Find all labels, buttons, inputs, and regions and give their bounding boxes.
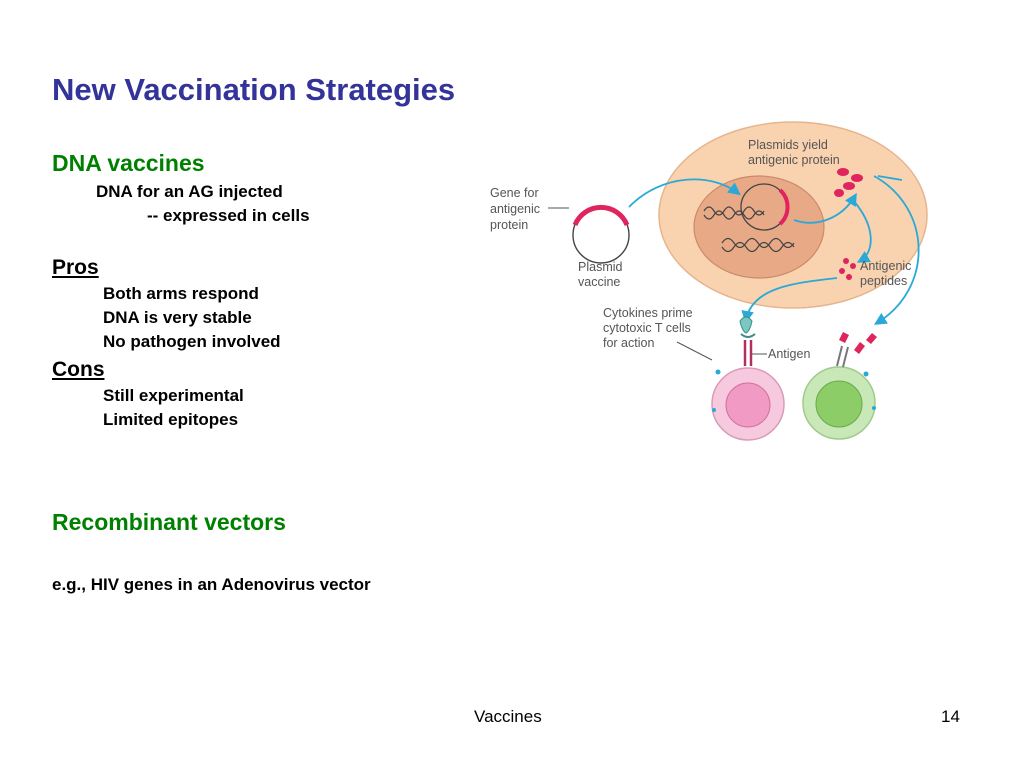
cons-item: Still experimental <box>103 386 244 405</box>
label-cyto-1: Cytokines prime <box>603 306 693 320</box>
label-gene-1: Gene for <box>490 186 539 200</box>
cons-item: Limited epitopes <box>103 410 239 429</box>
footer-title: Vaccines <box>474 707 542 726</box>
pros-item: No pathogen involved <box>103 332 281 351</box>
slide-title: New Vaccination Strategies <box>52 72 456 107</box>
page-number: 14 <box>941 707 960 726</box>
cons-heading: Cons <box>52 358 105 381</box>
antigenic-peptides <box>839 258 856 280</box>
antigen-receptor <box>836 345 849 368</box>
label-cyto-3: for action <box>603 336 654 350</box>
label-plasmid-1: Plasmid <box>578 260 623 274</box>
pros-item: Both arms respond <box>103 284 259 303</box>
label-gene-2: antigenic <box>490 202 540 216</box>
label-yield-2: antigenic protein <box>748 153 840 167</box>
chromosomal-dna <box>703 206 795 253</box>
pathway-arrows <box>628 175 920 325</box>
dna-vaccine-diagram: Gene for antigenic protein Plasmid vacci… <box>490 121 928 441</box>
antigenic-proteins <box>834 168 863 197</box>
nucleus <box>693 175 825 279</box>
label-peptides-1: Antigenic <box>860 259 911 273</box>
label-plasmid-2: vaccine <box>578 275 620 289</box>
plasmid-gene-insert <box>778 188 790 226</box>
label-peptides-2: peptides <box>860 274 907 288</box>
label-cyto-2: cytotoxic T cells <box>603 321 691 335</box>
label-gene-3: protein <box>490 218 528 232</box>
label-yield-1: Plasmids yield <box>748 138 828 152</box>
recombinant-example: e.g., HIV genes in an Adenovirus vector <box>52 575 371 594</box>
label-antigen: Antigen <box>768 347 810 361</box>
recombinant-vectors-heading: Recombinant vectors <box>52 509 286 535</box>
dna-line-2: -- expressed in cells <box>147 206 310 225</box>
plasmid-vaccine-gene <box>572 204 630 227</box>
pros-heading: Pros <box>52 256 99 279</box>
dna-vaccines-heading: DNA vaccines <box>52 150 205 176</box>
dna-line-1: DNA for an AG injected <box>96 182 283 201</box>
pros-item: DNA is very stable <box>103 308 252 327</box>
mhc-receptor <box>743 340 753 366</box>
